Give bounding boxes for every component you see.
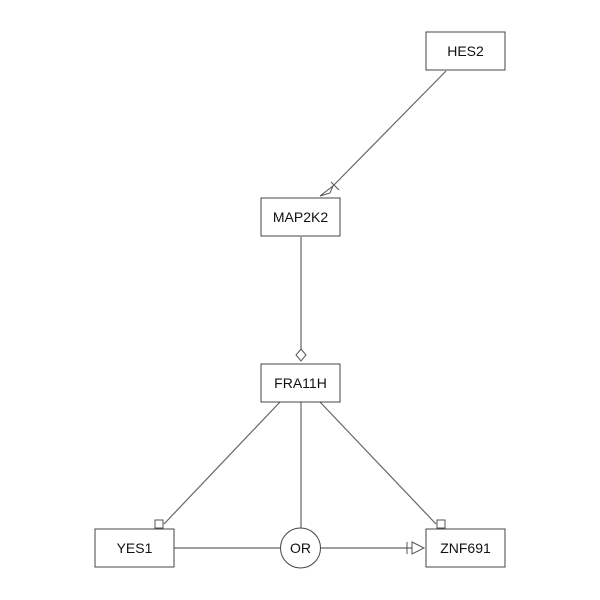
- edge-fra11h-znf691: [319, 401, 437, 525]
- node-yes1[interactable]: YES1: [94, 528, 175, 568]
- arrowhead-diamond-fra11h: [295, 348, 307, 362]
- node-fra11h[interactable]: FRA11H: [260, 363, 341, 403]
- node-map2k2[interactable]: MAP2K2: [260, 197, 341, 237]
- or-gate[interactable]: OR: [280, 527, 321, 569]
- edge-fra11h-yes1: [163, 401, 281, 525]
- node-yes1-label: YES1: [117, 540, 153, 556]
- or-gate-label: OR: [290, 540, 311, 556]
- node-hes2[interactable]: HES2: [425, 31, 506, 71]
- node-fra11h-label: FRA11H: [274, 375, 327, 391]
- arrowhead-inhibit-triangle-znf691: [406, 541, 426, 555]
- node-map2k2-label: MAP2K2: [273, 209, 328, 225]
- arrowhead-inhibit-triangle-map2k2: [319, 181, 340, 197]
- node-znf691-label: ZNF691: [440, 540, 491, 556]
- node-hes2-label: HES2: [447, 43, 484, 59]
- arrowhead-square-znf691: [436, 519, 446, 529]
- node-znf691[interactable]: ZNF691: [425, 528, 506, 568]
- arrowhead-square-yes1: [154, 519, 164, 529]
- edge-hes2-map2k2: [329, 70, 447, 190]
